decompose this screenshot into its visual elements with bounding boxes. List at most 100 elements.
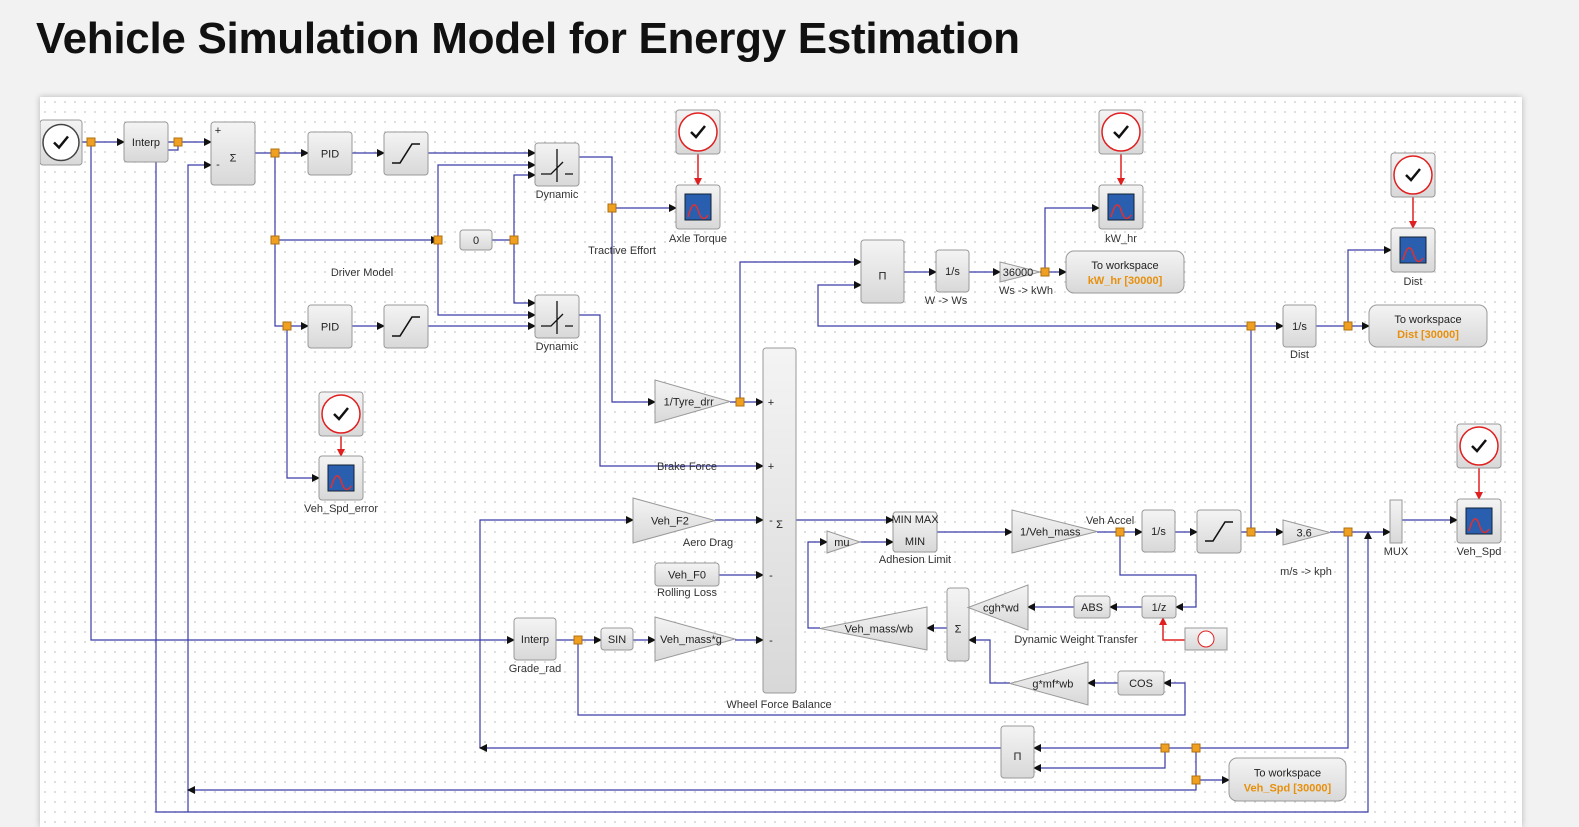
clock-face — [1459, 426, 1499, 466]
signal-link[interactable] — [739, 258, 862, 402]
block-gain-tyre[interactable]: 1/Tyre_drr — [654, 379, 732, 424]
annotation-driver-model: Driver Model — [331, 267, 393, 279]
signal-link[interactable] — [1044, 204, 1100, 272]
gain-value: 36000 — [1003, 267, 1034, 279]
signal-link[interactable] — [817, 281, 1251, 327]
split-point — [1343, 527, 1353, 537]
signal-link[interactable] — [90, 142, 515, 644]
workspace-variable: Dist [30000] — [1397, 329, 1459, 341]
block-sat1[interactable] — [383, 131, 429, 176]
signal-link[interactable] — [1033, 532, 1349, 752]
block-sum-wt[interactable]: Σ — [946, 587, 970, 662]
clock-event-icon[interactable] — [675, 109, 721, 155]
block-label: Dynamic — [536, 341, 579, 353]
block-scope-axle[interactable]: Axle Torque — [669, 184, 727, 245]
block-gain-mass[interactable]: 1/Veh_mass — [1011, 509, 1098, 554]
signal-link[interactable] — [187, 161, 212, 812]
signal-link[interactable] — [968, 636, 1010, 684]
block-frame — [1282, 304, 1317, 348]
block-frame — [1141, 509, 1176, 553]
signal-link[interactable] — [492, 171, 536, 241]
block-sin[interactable]: SIN — [600, 627, 634, 651]
block-gain-mg[interactable]: Veh_mass*g — [654, 616, 737, 662]
block-sat2[interactable] — [383, 304, 429, 349]
signal-link[interactable] — [579, 156, 656, 406]
block-int-e[interactable]: 1/sW -> Ws — [925, 249, 970, 307]
workspace-title: To workspace — [1091, 260, 1158, 272]
block-prod-bot[interactable]: Π — [1000, 725, 1035, 779]
clock-event-icon[interactable] — [1456, 423, 1502, 469]
block-frame — [1141, 595, 1177, 619]
clock-icon[interactable] — [40, 119, 83, 166]
clock-event-icon[interactable] — [318, 391, 364, 437]
block-frame — [1073, 595, 1111, 619]
signal-link[interactable] — [807, 538, 828, 629]
gain-value: Veh_mass*g — [660, 634, 722, 646]
block-gain-cgh[interactable]: cgh*wd — [966, 584, 1029, 631]
signal-link[interactable] — [155, 142, 1372, 813]
annotation-brake-force: Brake Force — [657, 461, 717, 473]
block-prod-top[interactable]: Π — [860, 239, 905, 304]
block-delay[interactable]: 1/z — [1141, 595, 1177, 619]
signal-link[interactable] — [513, 240, 536, 307]
signal-link[interactable] — [274, 240, 309, 330]
block-int-v[interactable]: 1/s — [1141, 509, 1176, 553]
signal-link[interactable] — [286, 326, 320, 482]
signal-link[interactable] — [1347, 246, 1392, 326]
clock-event-icon[interactable] — [1098, 109, 1144, 155]
block-gain-mwb[interactable]: Veh_mass/wb — [819, 606, 928, 651]
signal-link[interactable] — [1119, 532, 1197, 611]
block-scope-dist[interactable]: Dist — [1390, 227, 1436, 288]
check-mark — [1113, 125, 1129, 139]
block-pid1[interactable]: PID — [307, 131, 353, 176]
block-scope-kwh[interactable]: kW_hr — [1098, 184, 1144, 245]
block-sum-wheel[interactable]: Σ++---Wheel Force Balance — [726, 347, 832, 711]
block-text: SIN — [608, 634, 626, 646]
split-point — [1246, 321, 1256, 331]
signal-link[interactable] — [579, 314, 764, 470]
signal-link[interactable] — [479, 516, 634, 748]
signal-link[interactable] — [577, 640, 1186, 716]
scope-icon — [1465, 507, 1493, 535]
block-label: Axle Torque — [669, 233, 727, 245]
block-const0[interactable]: 0 — [459, 229, 493, 251]
block-label: W -> Ws — [925, 295, 968, 307]
signal-link[interactable] — [187, 748, 1197, 794]
signal-link[interactable] — [1250, 322, 1284, 532]
block-gain-mu[interactable]: mu — [826, 530, 862, 554]
block-mux[interactable]: MUX — [1384, 499, 1409, 558]
block-label: Dist — [1290, 349, 1309, 361]
signal-link[interactable] — [437, 240, 536, 319]
signal-link[interactable] — [437, 161, 536, 240]
block-scope-spd[interactable]: Veh_Spd — [1456, 498, 1502, 558]
activation-link[interactable] — [1159, 617, 1185, 641]
block-sum-err[interactable]: Σ+- — [210, 121, 256, 186]
block-text: 0 — [473, 235, 479, 247]
block-scope-err[interactable]: Veh_Spd_error — [304, 455, 378, 515]
block-pid2[interactable]: PID — [307, 304, 353, 349]
block-gain-36[interactable]: 3.6m/s -> kph — [1280, 519, 1332, 578]
block-switch1[interactable]: Dynamic — [534, 142, 580, 201]
block-text: 1/s — [1151, 526, 1166, 538]
block-interp-ref[interactable]: Interp — [123, 121, 169, 163]
check-mark — [1471, 439, 1487, 453]
clock-event-icon[interactable] — [1390, 152, 1436, 198]
block-gain-gmf[interactable]: g*mf*wb — [1008, 661, 1089, 706]
minmax-subtext: MIN MAX — [891, 514, 939, 526]
block-sat-v[interactable] — [1196, 509, 1242, 554]
block-clk-small[interactable] — [1184, 627, 1228, 651]
block-switch2[interactable]: Dynamic — [534, 294, 580, 353]
block-cos[interactable]: COS — [1117, 670, 1165, 696]
block-abs[interactable]: ABS — [1073, 595, 1111, 619]
signal-link[interactable] — [1033, 748, 1166, 772]
